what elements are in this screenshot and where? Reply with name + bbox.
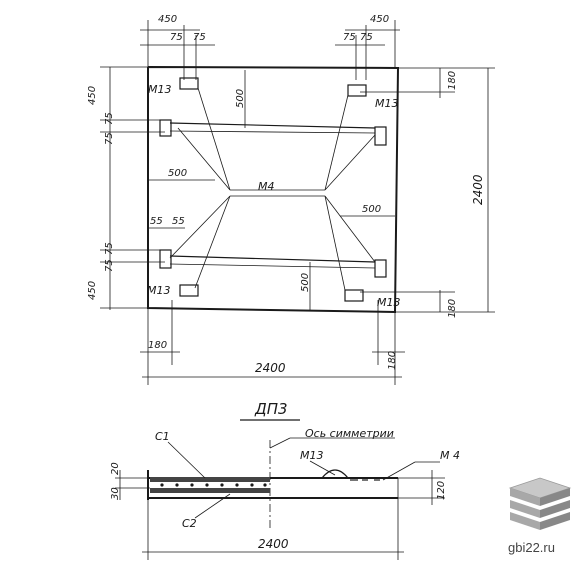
dim-label: 75 [193,32,206,43]
mark-m13: М13 [147,284,171,297]
rebar-dots [160,483,267,487]
dim-label: 120 [436,481,447,500]
dim-label-height: 2400 [471,174,485,205]
dim-label: 75 [170,32,183,43]
diagonal-line [324,94,349,191]
dim-label: 180 [447,71,458,90]
lifting-loop-section [321,469,349,479]
dim-label: 450 [87,281,98,300]
dim-label: 75 [343,32,356,43]
dim-label: 75 [104,259,115,272]
dim-label: 450 [370,14,389,25]
mark-m13: М13 [375,97,399,110]
dim-label: 500 [235,89,246,108]
rebar-line [169,122,376,129]
section-title: ДП3 [254,400,288,418]
label-m4: М 4 [440,449,460,462]
diagonal-line [169,195,231,259]
watermark: gbi22.ru [508,477,572,555]
dim-label: 55 [172,216,185,227]
label-c1: С1 [155,430,170,443]
dim-label: 500 [300,273,311,292]
dim-label: 75 [104,112,115,125]
rebar-line [169,130,376,134]
dim-label: 500 [362,204,381,215]
lifting-loop [159,249,172,269]
lifting-loop [179,77,199,90]
dim-label: 75 [360,32,373,43]
dim-label: 450 [158,14,177,25]
lifting-loop [344,289,364,302]
rebar-line [169,255,376,263]
dim-label: 180 [447,299,458,318]
dim-label: 180 [387,351,398,370]
leader-m4 [382,461,416,481]
section-view: ДП3 Ось симметрии С1 С2 М [110,400,460,560]
mark-m4: М4 [258,180,275,193]
rebar-hatch-bottom [150,488,270,493]
leader-c2 [194,493,231,519]
dim-label: 55 [150,216,163,227]
dim-label-width: 2400 [255,361,286,375]
lifting-loop [179,284,199,297]
diagonal-line [177,127,231,191]
mark-m13: М13 [148,83,172,96]
dim-label: 20 [110,462,121,475]
dim-label: 500 [168,168,187,179]
dim-label: 75 [104,132,115,145]
dim-label-width: 2400 [258,537,289,551]
plan-view: 450 75 75 75 75 450 450 75 75 75 75 450 … [87,14,495,385]
watermark-text: gbi22.ru [508,540,555,555]
diagonal-line [324,134,376,191]
diagonal-line [197,87,231,191]
dim-label: 75 [104,242,115,255]
axis-leader [269,437,291,449]
label-c2: С2 [182,517,197,530]
diagonal-line [194,195,231,289]
dim-label: 30 [110,487,121,500]
label-m13: М13 [300,449,324,462]
diagonal-line [324,195,346,291]
rebar-line [169,263,376,269]
lifting-loop [374,259,387,278]
lifting-loop [374,126,387,146]
axis-label: Ось симметрии [305,427,394,440]
mark-m13: М13 [377,296,401,309]
dim-label: 450 [87,86,98,105]
diagonal-line [324,195,376,263]
dim-label: 180 [148,340,167,351]
stack-logo-icon [508,477,572,530]
lifting-loop [159,119,172,137]
leader-m13 [309,460,336,476]
leader-c1 [167,441,206,479]
rebar-hatch-top [150,477,270,482]
lifting-loop [347,84,367,97]
